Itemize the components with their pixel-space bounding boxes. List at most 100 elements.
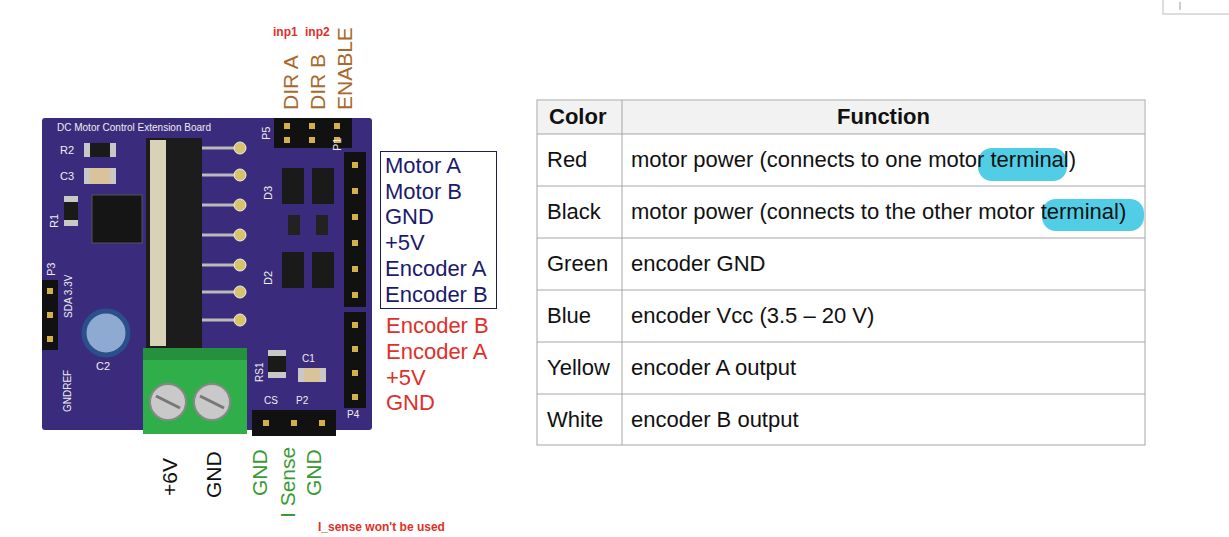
pin-annotation: inp2 <box>305 25 330 39</box>
silkscreen-label: RS1 <box>254 363 266 382</box>
solder-pad <box>234 229 246 241</box>
lead <box>202 234 235 237</box>
silkscreen-label: CS <box>264 395 278 407</box>
capacitor-symbol <box>84 168 116 184</box>
solder-pad <box>234 314 246 326</box>
lead <box>202 291 235 294</box>
resistor-body <box>268 356 286 372</box>
pin-header <box>344 152 366 307</box>
terminal-label: +6V <box>158 458 182 496</box>
pin-name: Motor B <box>385 179 488 205</box>
table-rule <box>537 342 1145 343</box>
pin-name: GND <box>385 204 488 230</box>
pin-header <box>344 312 366 408</box>
table-cell: motor power (connects to the other motor… <box>631 186 1126 238</box>
table-rule <box>537 394 1145 395</box>
resistor-body <box>90 143 110 157</box>
window-corner <box>1163 0 1229 14</box>
pin <box>352 292 358 298</box>
diode-package <box>312 168 334 204</box>
pin-label: ENABLE <box>333 27 357 110</box>
pin <box>352 370 358 376</box>
table-cell: encoder GND <box>631 238 766 290</box>
pin <box>352 322 358 328</box>
table-rule <box>537 134 1145 135</box>
pin <box>291 420 297 426</box>
terminal-lip <box>143 348 247 360</box>
driver-heatsink <box>146 138 202 350</box>
pin <box>352 214 358 220</box>
table-header: Function <box>622 100 1145 134</box>
pin-header <box>42 280 58 350</box>
pin-header <box>252 410 336 436</box>
table-frame <box>537 100 1145 445</box>
pin <box>284 123 290 129</box>
table-rule <box>537 290 1145 291</box>
table-cell: White <box>547 394 603 446</box>
diode-package <box>312 252 334 288</box>
window-corner-mark <box>1180 2 1181 10</box>
table-header-ground <box>538 101 1144 134</box>
pin <box>352 266 358 272</box>
table-rule <box>537 238 1145 239</box>
pin <box>352 394 358 400</box>
pin <box>319 420 325 426</box>
table-cell: Blue <box>547 290 591 342</box>
ic-chip <box>92 195 142 243</box>
silkscreen-label: P5 <box>260 127 273 140</box>
electrolytic-capacitor <box>84 311 128 355</box>
lead <box>202 264 235 267</box>
screw-slot <box>200 396 224 408</box>
lead <box>202 147 235 150</box>
thermal-pad <box>150 140 166 346</box>
board-title: DC Motor Control Extension Board <box>57 122 211 134</box>
capacitor-body <box>90 168 110 184</box>
table-rule <box>537 186 1145 187</box>
table-cell: Black <box>547 186 601 238</box>
table-cell: encoder B output <box>631 394 799 446</box>
table-cell: encoder Vcc (3.5 – 20 V) <box>631 290 874 342</box>
resistor-body <box>64 202 78 220</box>
pin-label: I Sense <box>276 447 300 518</box>
pin-label: DIR B <box>306 54 330 110</box>
table-cell: motor power (connects to one motor termi… <box>631 134 1076 186</box>
pin <box>47 288 53 294</box>
pin-label: GND <box>386 390 435 415</box>
lead <box>202 204 235 207</box>
capacitor-body <box>304 368 320 382</box>
note: I_sense won't be used <box>318 520 445 534</box>
silkscreen-label: D2 <box>262 271 275 285</box>
smd-part <box>288 215 300 235</box>
lead <box>202 174 235 177</box>
silkscreen-label: P3 <box>45 263 58 276</box>
pin-label: +5V <box>386 365 426 390</box>
pin <box>284 137 290 143</box>
diode-package <box>282 252 304 288</box>
silkscreen-label: C2 <box>96 360 110 373</box>
pin <box>352 162 358 168</box>
solder-pad <box>234 259 246 271</box>
silkscreen-label: C3 <box>60 170 74 183</box>
silkscreen-label: P1 <box>331 138 344 151</box>
pin-list-box: Motor AMotor BGND+5VEncoder AEncoder B <box>380 151 497 309</box>
silkscreen-label: D3 <box>262 186 275 200</box>
pin <box>309 123 315 129</box>
capacitor-symbol <box>298 368 326 382</box>
solder-pad <box>234 169 246 181</box>
pin-name: Encoder B <box>385 282 488 308</box>
screw-slot <box>156 396 180 408</box>
screw <box>194 384 230 420</box>
table-cell: encoder A output <box>631 342 796 394</box>
solder-pad <box>234 199 246 211</box>
resistor-symbol <box>84 143 116 157</box>
table-cell: Yellow <box>547 342 610 394</box>
lead <box>202 319 235 322</box>
table-header: Color <box>549 100 606 134</box>
pin-label: GND <box>248 449 272 496</box>
pin <box>352 240 358 246</box>
silkscreen-label: P2 <box>296 395 308 407</box>
silkscreen-label: R2 <box>60 144 74 157</box>
pin <box>352 346 358 352</box>
